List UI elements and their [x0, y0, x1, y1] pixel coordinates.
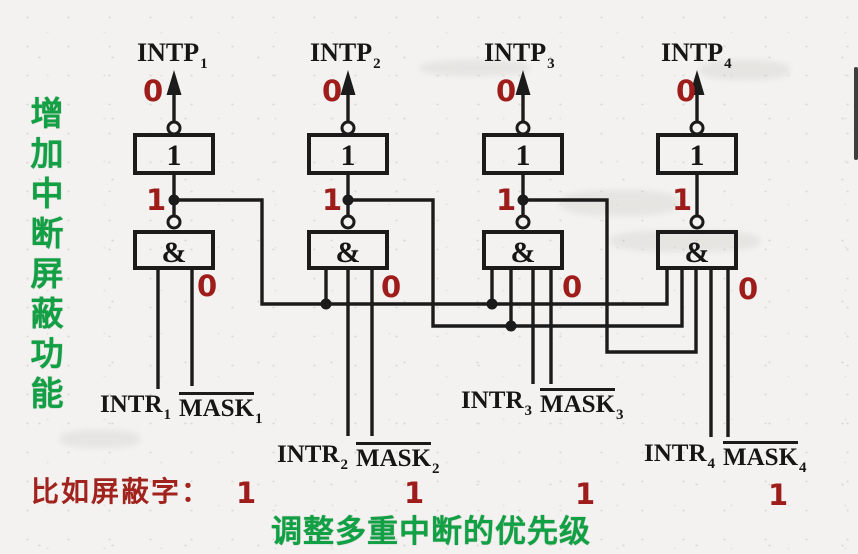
- node-value-3: 1: [496, 183, 517, 217]
- intr-label: INTR4: [644, 440, 716, 472]
- footer-caption: 调整多重中断的优先级: [271, 514, 591, 550]
- intr-label: INTR3: [461, 387, 533, 419]
- mask-input-value-3: 0: [562, 270, 583, 304]
- side-annotation: 增加中断屏蔽功能: [25, 96, 64, 416]
- intp-base: INTP: [137, 38, 200, 67]
- mask-input-value-4: 0: [738, 272, 759, 306]
- junction-dot: [505, 320, 517, 332]
- column-4-circuit: [656, 70, 738, 437]
- intr-label: INTR2: [277, 441, 349, 473]
- junction-dot: [168, 194, 180, 206]
- intp-subscript: 3: [547, 56, 555, 72]
- output-value-4: 0: [676, 74, 697, 108]
- not-gate-label: 1: [690, 139, 705, 172]
- and-gate-box: [656, 230, 738, 270]
- not-output-bubble-icon: [689, 120, 705, 136]
- column-3-circuit: [482, 70, 564, 384]
- scan-noise: [420, 60, 530, 76]
- intp-label-3: INTP3: [484, 38, 555, 72]
- output-arrow-icon: [166, 70, 182, 95]
- mask-bit-4: 1: [768, 478, 789, 512]
- intp-label-1: INTP1: [137, 38, 208, 72]
- intp-base: INTP: [484, 38, 547, 67]
- mask-word-label: 比如屏蔽字：: [31, 475, 212, 508]
- mask-input-value-2: 0: [381, 270, 402, 304]
- not-gate-label: 1: [516, 139, 531, 172]
- intp-base: INTP: [310, 38, 373, 67]
- junction-dot: [320, 298, 332, 310]
- not-output-bubble-icon: [515, 120, 531, 136]
- mask-label: MASK4: [723, 441, 807, 476]
- intp-label-2: INTP2: [310, 38, 381, 72]
- priority-chain-from-level2: [348, 198, 684, 328]
- scan-noise: [610, 230, 760, 252]
- column-1-circuit: [133, 70, 215, 389]
- and-gate-label: &: [336, 236, 361, 269]
- not-gate-label: 1: [167, 139, 182, 172]
- nand-output-bubble-icon: [689, 214, 705, 230]
- output-arrow-icon: [689, 70, 705, 95]
- intp-subscript: 2: [373, 56, 381, 72]
- intp-subscript: 1: [200, 56, 208, 72]
- node-value-1: 1: [146, 183, 167, 217]
- output-arrow-icon: [340, 70, 356, 95]
- scan-noise: [700, 60, 790, 80]
- not-output-bubble-icon: [166, 120, 182, 136]
- window-edge-bar: [854, 67, 858, 160]
- and-gate-box: [482, 230, 564, 270]
- inputs-label-2: INTR2 MASK2: [277, 441, 440, 477]
- intp-subscript: 4: [724, 56, 732, 72]
- intp-label-4: INTP4: [661, 38, 732, 72]
- intp-base: INTP: [661, 38, 724, 67]
- nand-output-bubble-icon: [166, 214, 182, 230]
- and-gate-box: [133, 230, 215, 270]
- nand-output-bubble-icon: [340, 214, 356, 230]
- node-value-2: 1: [322, 183, 343, 217]
- scan-noise: [560, 190, 680, 216]
- mask-label: MASK3: [540, 388, 624, 423]
- mask-label: MASK1: [179, 392, 263, 427]
- junction-dot: [342, 194, 354, 206]
- inputs-label-1: INTR1 MASK1: [100, 391, 263, 427]
- nand-output-bubble-icon: [515, 214, 531, 230]
- not-gate-label: 1: [341, 139, 356, 172]
- output-value-1: 0: [143, 74, 164, 108]
- mask-label: MASK2: [356, 442, 440, 477]
- output-arrow-icon: [515, 70, 531, 95]
- inputs-label-3: INTR3 MASK3: [461, 387, 624, 423]
- output-value-2: 0: [322, 74, 343, 108]
- mask-bit-1: 1: [236, 476, 257, 510]
- and-gate-label: &: [685, 236, 710, 269]
- mask-input-value-1: 0: [197, 269, 218, 303]
- mask-bit-2: 1: [404, 476, 425, 510]
- intr-label: INTR1: [100, 391, 172, 423]
- output-value-3: 0: [496, 74, 517, 108]
- junction-dot: [517, 194, 529, 206]
- mask-bit-3: 1: [575, 477, 596, 511]
- not-output-bubble-icon: [340, 120, 356, 136]
- scan-noise: [60, 430, 140, 448]
- inputs-label-4: INTR4 MASK4: [644, 440, 807, 476]
- node-value-4: 1: [672, 183, 693, 217]
- priority-chain-from-level1: [174, 198, 669, 306]
- and-gate-label: &: [162, 236, 187, 269]
- junction-dot: [486, 298, 498, 310]
- priority-chain-from-level3: [523, 198, 698, 354]
- and-gate-label: &: [511, 236, 536, 269]
- column-2-circuit: [307, 70, 389, 436]
